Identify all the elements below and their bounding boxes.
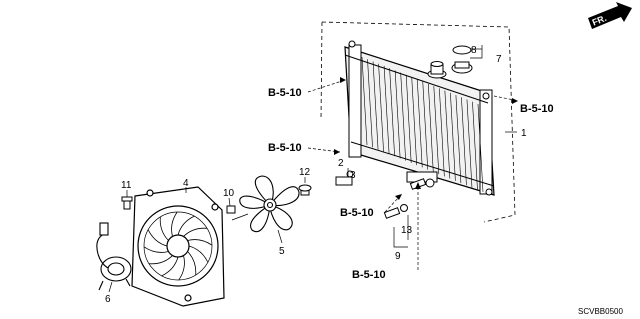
radiator-fin [394,70,401,159]
radiator-fin [427,83,434,172]
radiator-core-fins [361,56,484,193]
radiator-fin [466,99,473,188]
callout-12: 12 [299,167,311,178]
radiator-fin [378,63,384,152]
shroud-spoke [177,215,195,236]
nut-10 [226,205,236,214]
reference-b-5-10-right: B-5-10 [520,103,554,115]
callout-3: 3 [350,170,356,181]
shroud-spoke [187,239,213,246]
shroud-spoke [143,246,169,253]
callout-2: 2 [338,158,344,169]
callout-7: 7 [496,54,502,65]
cooling-fan [239,175,300,233]
radiator-fin [472,101,478,190]
radiator-fin [461,97,467,186]
reference-arrows [334,77,518,200]
radiator-fin [361,56,368,146]
radiator-fin [389,68,395,157]
radiator-fin [411,77,418,166]
callout-4: 4 [183,178,189,189]
shroud-spoke [183,227,208,237]
hardware-parts [121,170,427,219]
radiator-assembly-frame [320,21,516,223]
leader-lines [108,45,517,293]
radiator-fin [405,74,412,163]
reference-b-5-10-mid-left: B-5-10 [268,142,302,154]
callout-1: 1 [521,128,527,139]
callout-6: 6 [105,294,111,305]
callout-11: 11 [121,180,132,191]
fan-motor [96,222,132,291]
front-direction-arrow: FR. [588,2,632,29]
fan-shroud [131,186,225,307]
radiator-fin [367,59,373,148]
shroud-spoke [178,255,185,281]
callout-5: 5 [279,246,285,257]
shroud-spokes [143,211,213,281]
shroud-spoke [159,216,169,241]
radiator-fin [400,72,406,161]
radiator-fin [477,103,484,193]
callout-10: 10 [223,188,235,199]
shroud-spoke [188,245,209,263]
radiator-fin [444,90,451,179]
callout-8: 8 [471,45,477,56]
radiator-fin [439,88,445,177]
radiator-fin [416,79,423,168]
shroud-spoke [148,255,173,265]
reference-b-5-10-upper-left: B-5-10 [268,87,302,99]
radiator-fin [383,65,390,154]
radiator-fin [455,95,462,184]
shroud-spoke [187,251,197,276]
radiator-fin [433,86,440,175]
shroud-spoke [161,256,179,277]
reference-b-5-10-bottom: B-5-10 [340,207,374,219]
shroud-spoke [171,211,178,237]
radiator-fin [422,81,429,170]
washer-13 [400,204,408,212]
radiator-fin [450,92,456,181]
drain-plug [335,176,353,186]
sensor-9 [383,207,401,219]
callout-13: 13 [401,225,413,236]
reference-b-5-10-lowest: B-5-10 [352,269,386,281]
radiator-cap [451,45,473,74]
radiator-fin [372,61,379,150]
diagram-code: SCVBB0500 [578,307,623,316]
shroud-spoke [147,229,168,247]
radiator [344,40,495,196]
callout-9: 9 [395,251,401,262]
